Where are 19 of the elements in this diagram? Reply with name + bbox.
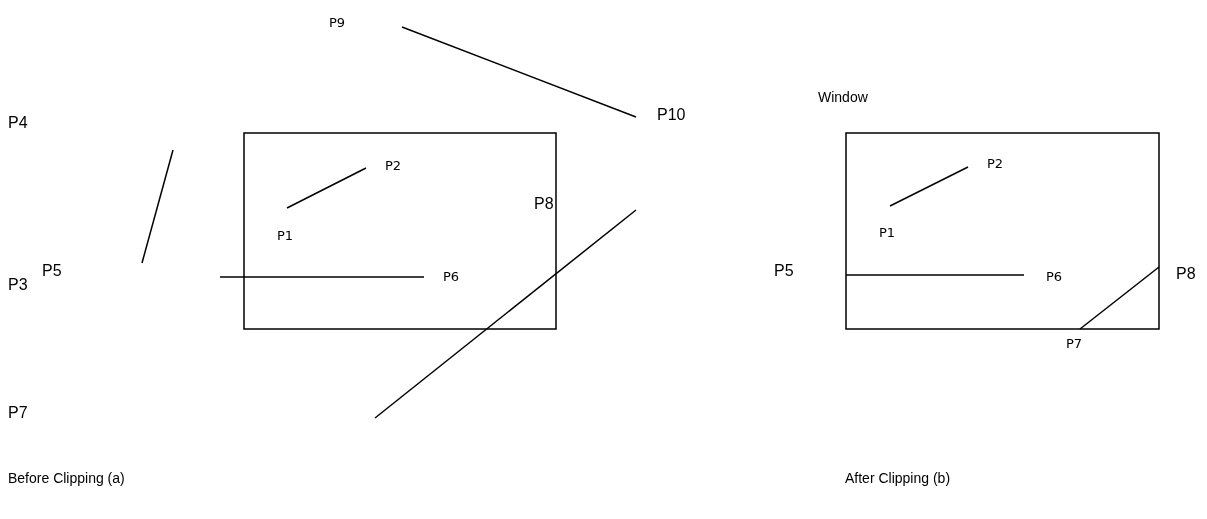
point-label: P2 <box>385 159 402 172</box>
figure-caption: Before Clipping (a) <box>8 471 125 485</box>
figure-caption: After Clipping (b) <box>845 471 951 485</box>
point-label: P1 <box>277 229 294 242</box>
point-label: P5 <box>42 263 62 279</box>
point-label: P3 <box>8 277 28 293</box>
point-label: P10 <box>657 107 686 123</box>
point-label: P1 <box>879 226 896 239</box>
point-label: P4 <box>8 115 28 131</box>
point-label: P2 <box>987 157 1004 170</box>
point-label: P9 <box>329 16 346 29</box>
point-label: P7 <box>8 405 28 421</box>
point-label: P6 <box>443 270 460 283</box>
point-label: P6 <box>1046 270 1063 283</box>
point-label: P8 <box>1176 266 1196 282</box>
window-label: Window <box>818 90 868 104</box>
point-label: P8 <box>534 196 554 212</box>
point-label: P5 <box>774 263 794 279</box>
point-label: P7 <box>1066 337 1083 350</box>
